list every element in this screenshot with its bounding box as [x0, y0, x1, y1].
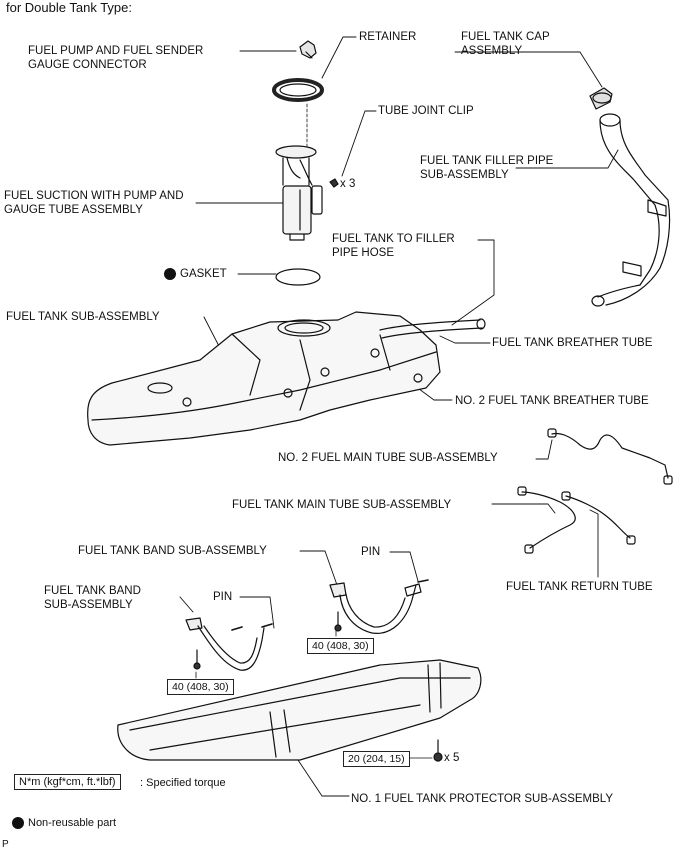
nonreusable-dot-icon: [164, 267, 176, 280]
label-pin-right: PIN: [361, 546, 381, 558]
label-tube-joint-clip: TUBE JOINT CLIP: [378, 105, 474, 117]
retainer-part: [272, 78, 324, 102]
label-gasket: GASKET: [164, 267, 227, 281]
label-pump-connector-line1: FUEL PUMP AND FUEL SENDER: [28, 45, 204, 57]
main-tube-part: [517, 486, 636, 554]
legend-nonreusable: Non-reusable part: [12, 816, 116, 830]
tank-band-right-part: [329, 579, 429, 634]
label-protector: NO. 1 FUEL TANK PROTECTOR SUB-ASSEMBLY: [351, 793, 614, 805]
label-tank-to-filler: FUEL TANK TO FILLER PIPE HOSE: [332, 232, 455, 260]
label-pump-connector-line2: GAUGE CONNECTOR: [28, 59, 147, 71]
pump-assembly-part: [275, 145, 323, 241]
label-gasket-text: GASKET: [180, 268, 227, 280]
label-band-left-line2: SUB-ASSEMBLY: [44, 599, 133, 611]
footer-code: P: [2, 839, 9, 850]
fuel-tank-cap-part: [589, 87, 613, 110]
label-breather: FUEL TANK BREATHER TUBE: [492, 337, 653, 349]
torque-value-protector: 20 (204, 15): [343, 751, 410, 767]
torque-value-left-band: 40 (408, 30): [167, 679, 234, 695]
label-main-tube: FUEL TANK MAIN TUBE SUB-ASSEMBLY: [232, 499, 452, 511]
tank-protector-part: [117, 659, 482, 762]
leader-lines: [179, 36, 619, 797]
label-tank-to-filler-line2: PIPE HOSE: [332, 247, 394, 259]
tank-band-left-part: [185, 617, 273, 671]
label-filler-pipe-line1: FUEL TANK FILLER PIPE: [420, 155, 554, 167]
label-cap: FUEL TANK CAP ASSEMBLY: [461, 30, 550, 58]
fuel-tank-part: [87, 311, 441, 446]
label-retainer: RETAINER: [359, 31, 417, 43]
label-filler-pipe-line2: SUB-ASSEMBLY: [420, 169, 509, 181]
label-bolt-qty: x 5: [444, 752, 460, 764]
label-filler-pipe: FUEL TANK FILLER PIPE SUB-ASSEMBLY: [420, 154, 553, 182]
label-suction-line1: FUEL SUCTION WITH PUMP AND: [4, 190, 184, 202]
label-suction-line2: GAUGE TUBE ASSEMBLY: [4, 204, 143, 216]
label-tank-to-filler-line1: FUEL TANK TO FILLER: [332, 233, 455, 245]
page-header: for Double Tank Type:: [6, 0, 132, 15]
label-pin-left: PIN: [213, 591, 233, 603]
label-cap-line2: ASSEMBLY: [461, 45, 523, 57]
label-cap-line1: FUEL TANK CAP: [461, 31, 550, 43]
legend-nonreusable-text: Non-reusable part: [28, 817, 117, 829]
label-tank-sub: FUEL TANK SUB-ASSEMBLY: [6, 311, 160, 323]
label-pump-connector: FUEL PUMP AND FUEL SENDER GAUGE CONNECTO…: [28, 44, 203, 72]
no2-main-tube-part: [547, 428, 673, 485]
legend-torque-text: : Specified torque: [140, 777, 226, 789]
legend-dot-icon: [12, 817, 24, 830]
label-no2-breather: NO. 2 FUEL TANK BREATHER TUBE: [455, 395, 649, 407]
pump-connector-part: [299, 40, 317, 59]
filler-pipe-part: [591, 113, 671, 307]
torque-value-right-band: 40 (408, 30): [307, 638, 374, 654]
label-band-left-line1: FUEL TANK BAND: [44, 585, 141, 597]
label-band-right: FUEL TANK BAND SUB-ASSEMBLY: [78, 545, 267, 557]
label-return-tube: FUEL TANK RETURN TUBE: [506, 581, 653, 593]
breather-tube-part: [379, 318, 486, 339]
tube-joint-clip-part: [329, 178, 339, 188]
legend-torque-box: N*m (kgf*cm, ft.*lbf): [14, 774, 121, 790]
label-suction: FUEL SUCTION WITH PUMP AND GAUGE TUBE AS…: [4, 189, 184, 217]
label-clip-qty: x 3: [340, 178, 356, 190]
gasket-part: [275, 268, 321, 286]
label-no2-main: NO. 2 FUEL MAIN TUBE SUB-ASSEMBLY: [278, 452, 498, 464]
label-band-left: FUEL TANK BAND SUB-ASSEMBLY: [44, 584, 141, 612]
